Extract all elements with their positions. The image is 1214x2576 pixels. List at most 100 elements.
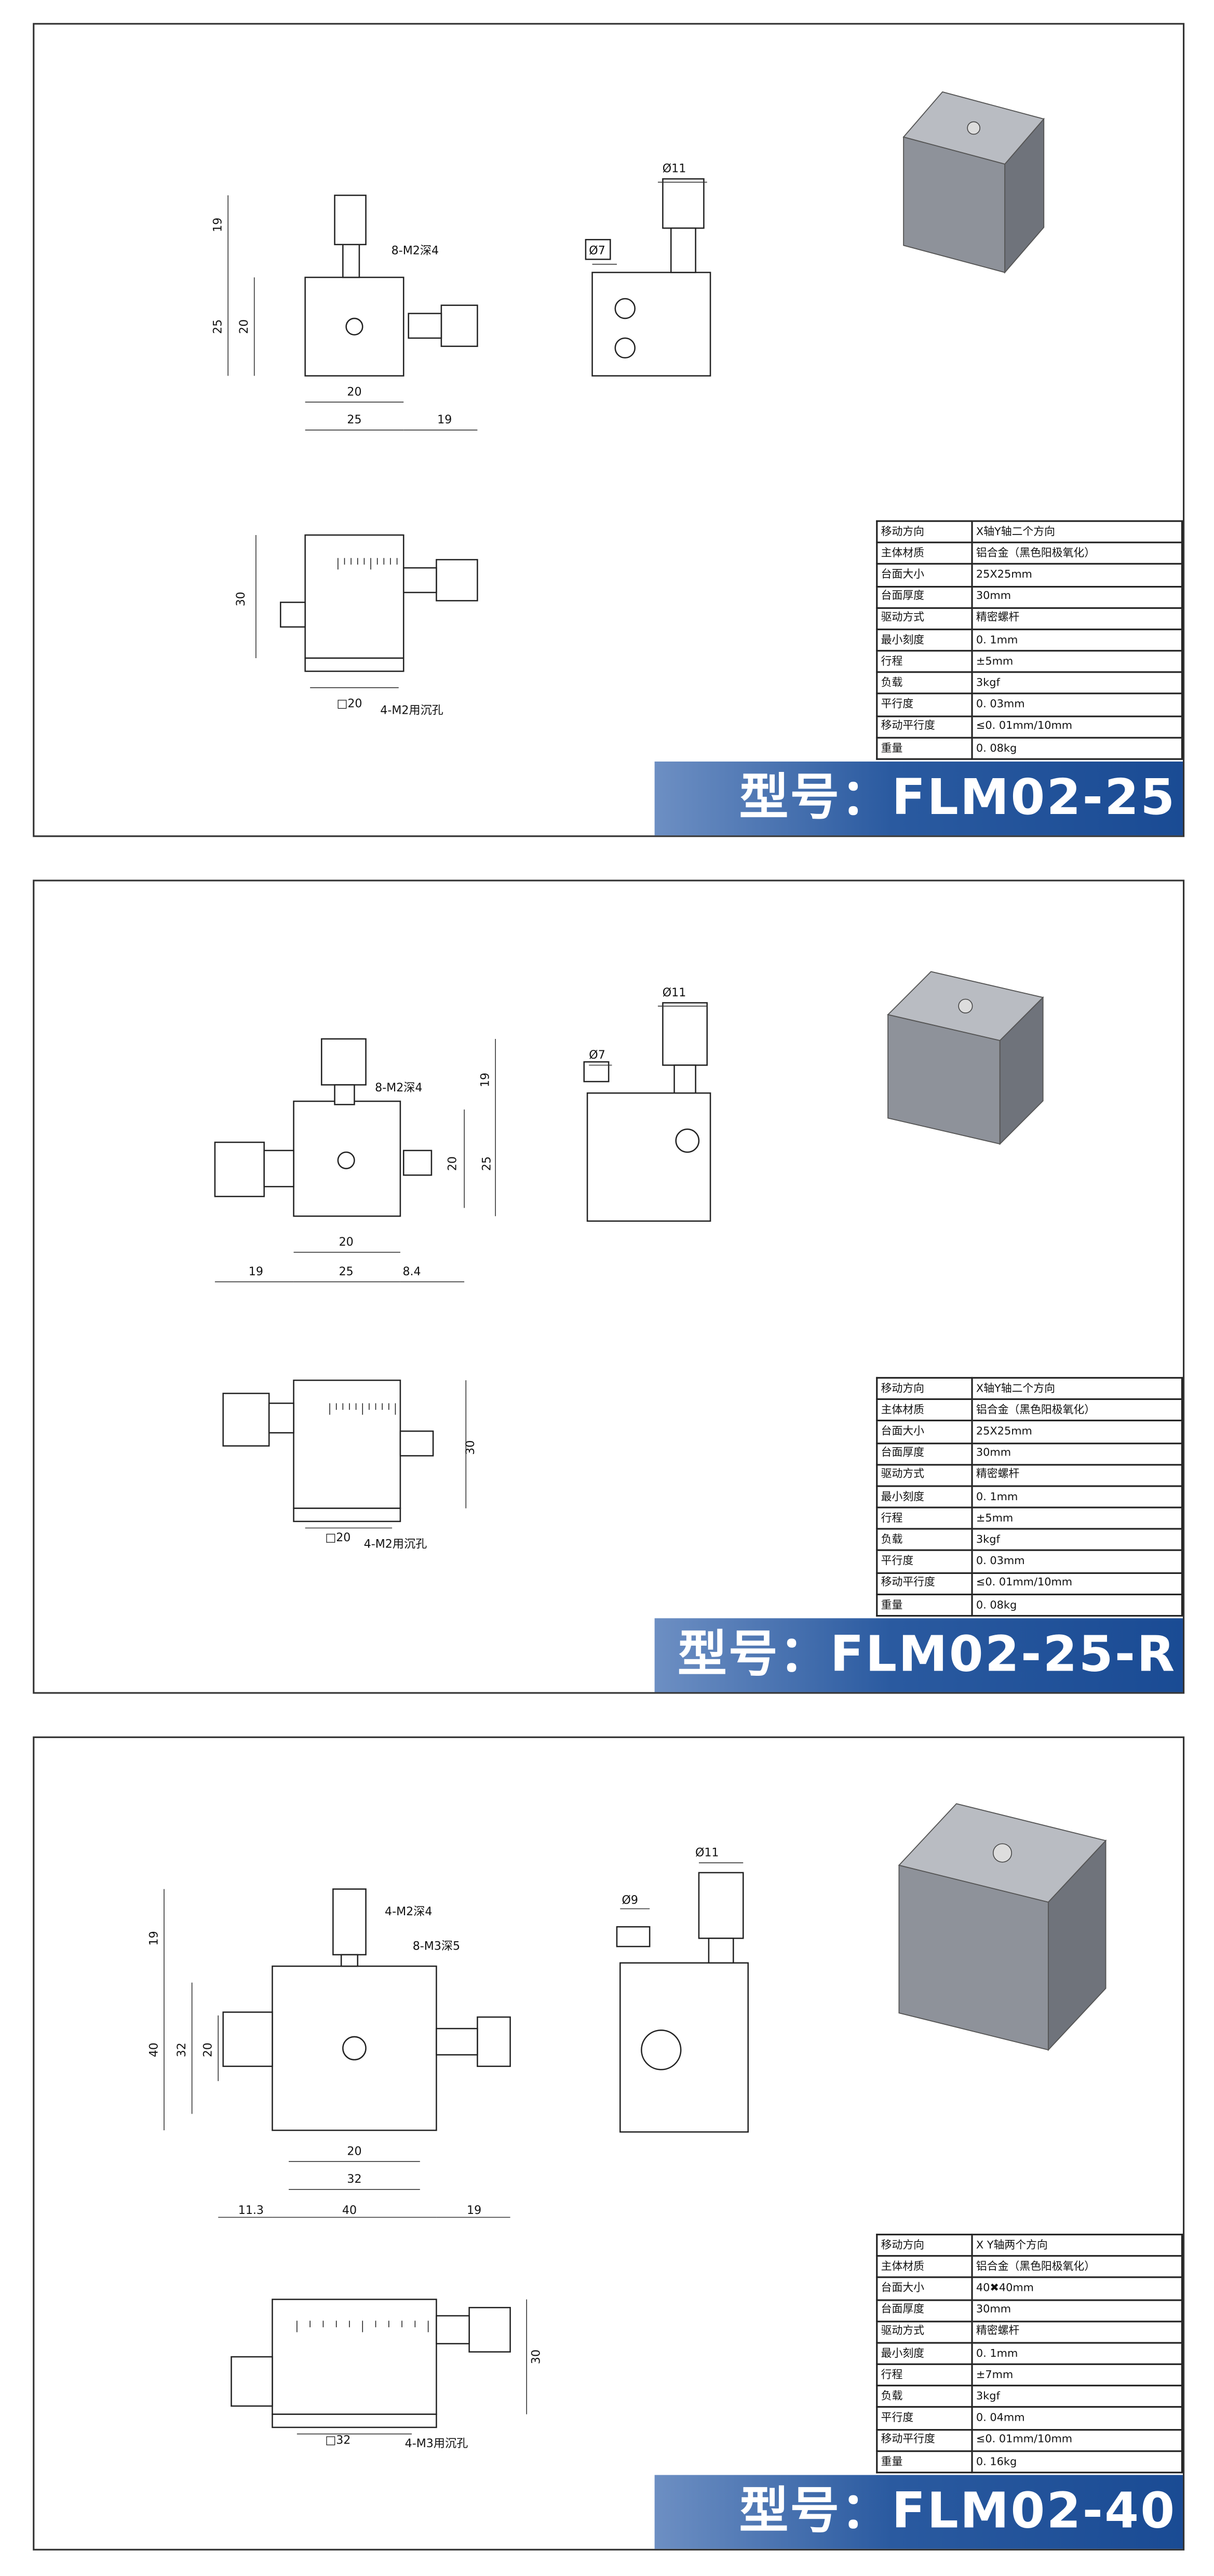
spec-name: 平行度 (876, 1550, 973, 1573)
spec-value: 精密螺杆 (971, 2320, 1183, 2344)
model-number: FLM02-25-R (830, 1625, 1177, 1684)
drawing-outline (293, 1379, 401, 1509)
drawing-outline (268, 1403, 294, 1434)
dimension-label: 40 (342, 2204, 357, 2217)
model-prefix: 型号： (739, 2482, 892, 2540)
dimension-label: 20 (347, 2144, 361, 2158)
dimension-label: 25 (211, 319, 225, 334)
drawing-outline (304, 276, 404, 377)
spec-name: 移动方向 (876, 520, 973, 544)
spec-value: X轴Y轴二个方向 (971, 520, 1183, 544)
spec-value: 精密螺杆 (971, 1463, 1183, 1487)
drawing-outline (272, 2299, 437, 2415)
screw-hole (345, 317, 363, 336)
knob (967, 121, 980, 135)
product-render (902, 91, 1045, 274)
dimension-label: 20 (347, 385, 361, 398)
dimension-label: 19 (211, 218, 225, 232)
drawing-outline (304, 657, 404, 672)
drawing-outline (263, 1150, 294, 1187)
drawing-outline (708, 1938, 734, 1964)
drawing-outline (222, 2011, 273, 2067)
spec-value: 0. 08kg (971, 737, 1183, 760)
dimension-label: □20 (336, 697, 362, 711)
spec-value: ±7mm (971, 2363, 1183, 2387)
drawing-outline (320, 1038, 367, 1086)
dimension-label: 30 (529, 2350, 543, 2364)
dimension-label: 19 (437, 413, 452, 426)
drawing-outline (436, 2027, 478, 2056)
spec-value: X轴Y轴二个方向 (971, 1377, 1183, 1400)
dimension-label: Ø11 (663, 986, 686, 999)
dimension-label: 20 (237, 319, 251, 334)
spec-value: 3kgf (971, 1528, 1183, 1552)
spec-name: 重量 (876, 1593, 973, 1617)
drawing-outline (402, 567, 437, 593)
spec-name: 台面大小 (876, 2277, 973, 2301)
dimension-label: □20 (325, 1531, 350, 1544)
spec-value: 铝合金（黑色阳极氧化） (971, 542, 1183, 565)
dimension-label: 25 (339, 1265, 354, 1278)
spec-name: 驱动方式 (876, 1463, 973, 1487)
dimension-label: 4-M2用沉孔 (364, 1537, 427, 1551)
model-number: FLM02-40 (892, 2482, 1177, 2540)
screw-hole (675, 1128, 700, 1153)
spec-value: 0. 04mm (971, 2407, 1183, 2431)
drawing-outline (340, 1954, 359, 1967)
spec-name: 重量 (876, 2450, 973, 2474)
spec-value: 30mm (971, 2298, 1183, 2322)
spec-row: 行程±5mm (876, 1506, 1183, 1530)
spec-row: 驱动方式精密螺杆 (876, 2320, 1183, 2344)
dimension-label: Ø11 (663, 162, 686, 176)
drawing-outline (334, 194, 367, 246)
spec-value: 铝合金（黑色阳极氧化） (971, 1398, 1183, 1422)
product-render (887, 971, 1044, 1145)
spec-value: 30mm (971, 585, 1183, 609)
drawing-outline (662, 178, 705, 229)
screw-hole (614, 298, 636, 319)
spec-value: ≤0. 01mm/10mm (971, 715, 1183, 739)
drawing-outline (342, 244, 360, 278)
dimension-label: 19 (479, 1073, 492, 1087)
drawing-outline (399, 1430, 434, 1457)
dimension-label: □32 (325, 2433, 350, 2447)
dimension-label: Ø9 (622, 1893, 638, 1907)
dimension-label: 8-M2深4 (375, 1081, 422, 1095)
spec-value: ±5mm (971, 1506, 1183, 1530)
drawing-outline (214, 1141, 265, 1197)
spec-name: 平行度 (876, 2407, 973, 2431)
drawing-outline (280, 602, 306, 628)
spec-name: 最小刻度 (876, 2342, 973, 2366)
drawing-outline (293, 1507, 401, 1523)
spec-name: 主体材质 (876, 2255, 973, 2279)
dimension-label: 30 (464, 1440, 477, 1455)
dimension-label: 19 (249, 1265, 263, 1278)
spec-value: 0. 1mm (971, 2342, 1183, 2366)
spec-name: 移动平行度 (876, 715, 973, 739)
spec-name: 移动方向 (876, 2233, 973, 2257)
dimension-label: 25 (347, 413, 361, 426)
dimension-label: 20 (201, 2043, 215, 2057)
dimension-label: 40 (147, 2043, 160, 2057)
spec-name: 主体材质 (876, 1398, 973, 1422)
drawing-outline (272, 1965, 437, 2131)
spec-value: 0. 03mm (971, 1550, 1183, 1573)
drawing-outline (332, 1888, 367, 1956)
dimension-label: 20 (339, 1235, 354, 1249)
spec-value: 0. 1mm (971, 628, 1183, 652)
dimension-label: 8-M3深5 (413, 1939, 460, 1953)
